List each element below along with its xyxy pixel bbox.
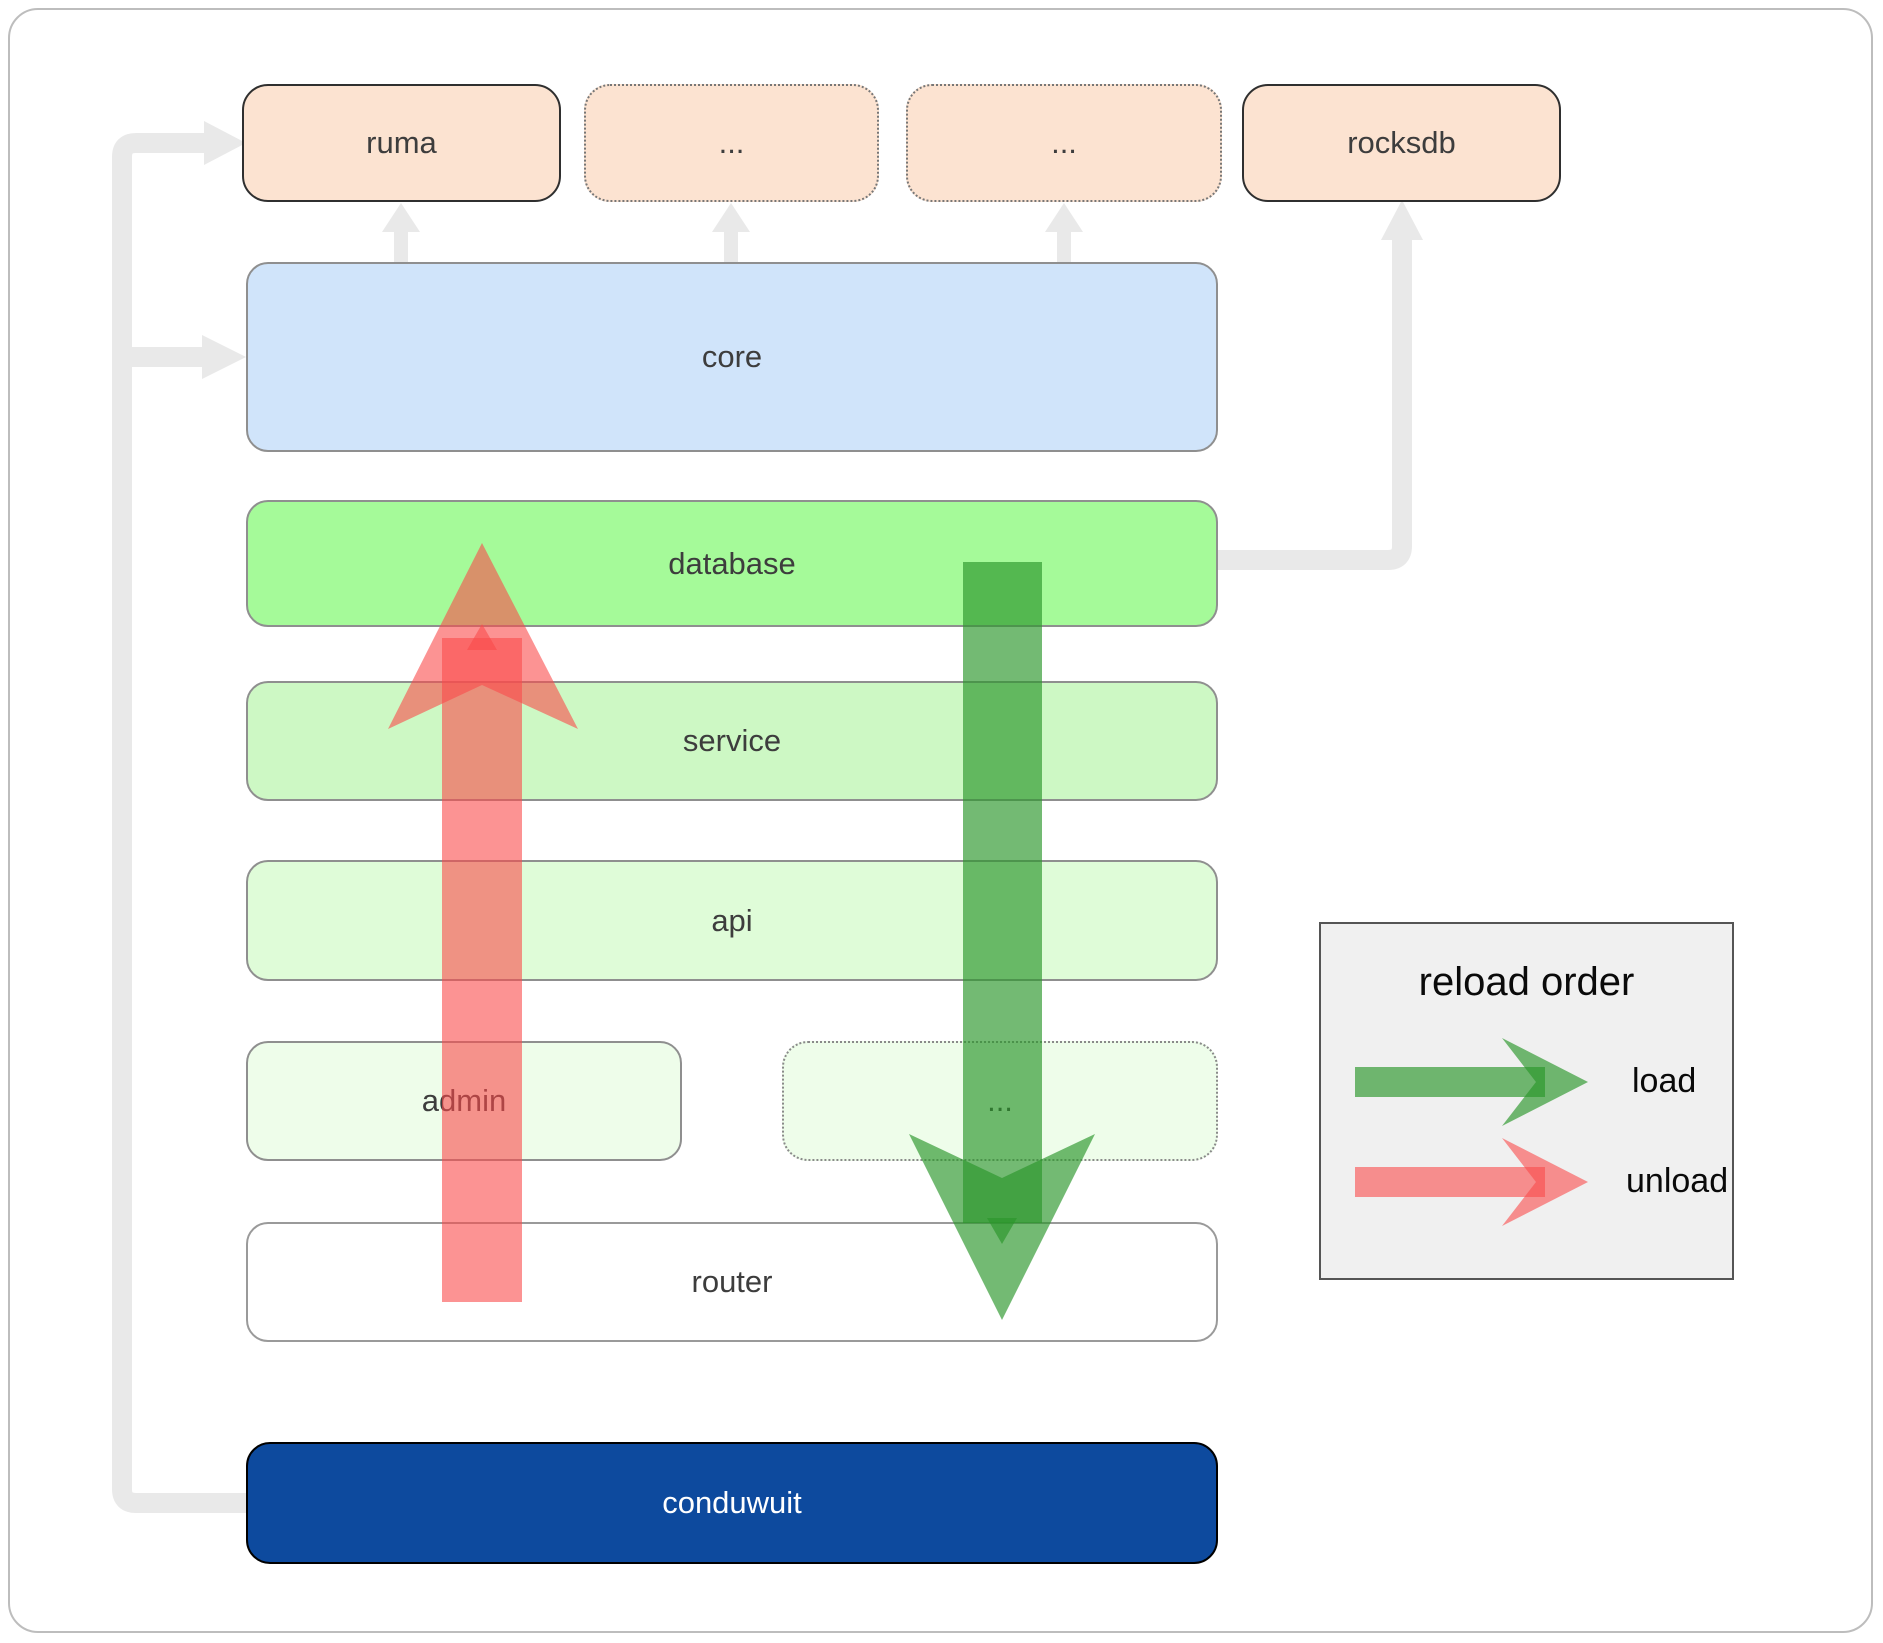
- node-service: service: [246, 681, 1218, 801]
- node-admin: admin: [246, 1041, 682, 1161]
- node-label: ruma: [366, 125, 437, 160]
- legend-reload-order: reload order load unload: [1319, 922, 1734, 1280]
- node-label: rocksdb: [1347, 125, 1456, 160]
- node-label: admin: [421, 1083, 507, 1118]
- node-label: database: [668, 545, 796, 581]
- node-database: database: [246, 500, 1218, 627]
- node-label: ...: [718, 125, 745, 160]
- node-label: conduwuit: [662, 1485, 802, 1520]
- legend-unload-label: unload: [1626, 1162, 1729, 1200]
- node-ellipsis-top-2: ...: [906, 84, 1222, 202]
- node-conduwuit: conduwuit: [246, 1442, 1218, 1564]
- node-label: ...: [1051, 125, 1077, 160]
- node-label: ...: [987, 1083, 1013, 1118]
- node-core: core: [246, 262, 1218, 452]
- node-label: service: [682, 723, 782, 758]
- legend-title: reload order: [1418, 960, 1635, 1004]
- node-label: core: [701, 339, 763, 374]
- node-ellipsis-top-1: ...: [584, 84, 879, 202]
- node-rocksdb: rocksdb: [1242, 84, 1561, 202]
- legend-load-label: load: [1632, 1062, 1697, 1100]
- node-router: router: [246, 1222, 1218, 1342]
- diagram-frame: [8, 8, 1873, 1633]
- node-api: api: [246, 860, 1218, 981]
- node-label: api: [711, 902, 753, 938]
- node-ruma: ruma: [242, 84, 561, 202]
- node-ellipsis-admin: ...: [782, 1041, 1218, 1161]
- node-label: router: [691, 1264, 773, 1299]
